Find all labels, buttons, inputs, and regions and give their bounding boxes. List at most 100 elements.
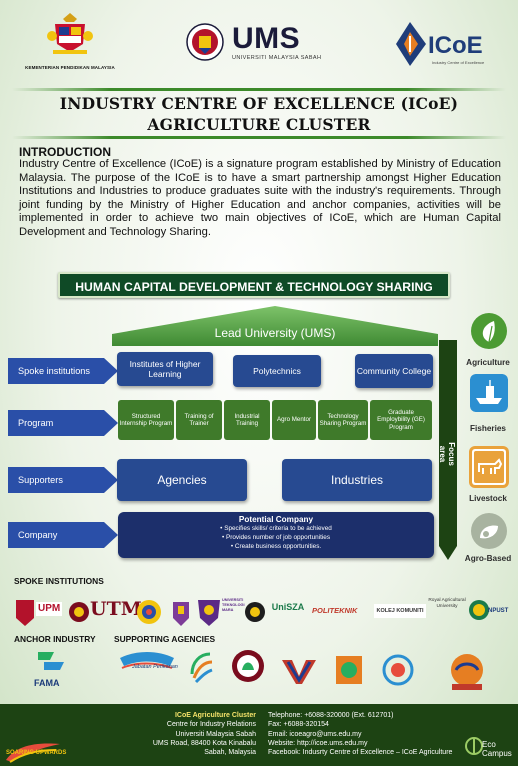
company-point: • Provides number of job opportunities bbox=[221, 534, 331, 541]
intro-heading: INTRODUCTION bbox=[19, 145, 111, 159]
agency-seal-2-icon bbox=[336, 656, 362, 684]
footer-address-line: Centre for Industry Relations bbox=[166, 721, 256, 729]
soaring-upwards-text: SOARING UPWARDS bbox=[6, 750, 67, 756]
spoke-box-polytechnics: Polytechnics bbox=[233, 355, 321, 387]
focus-livestock-label: Livestock bbox=[469, 494, 507, 503]
icoe-subtitle: Industry Centre of Excellence bbox=[432, 60, 485, 65]
kolej-komuniti-logo: KOLEJ KOMUNITI bbox=[374, 604, 426, 618]
spoke-logo-3-icon bbox=[137, 600, 161, 624]
fisheries-icon bbox=[470, 374, 508, 412]
program-box-ge: Graduate Employbility (GE) Program bbox=[370, 400, 432, 440]
title-rule-bottom bbox=[12, 136, 506, 139]
spoke-logo-strip: UPM UTM UNIVERSITI TEKNOLOGI MARA UniSZA… bbox=[8, 596, 514, 630]
lead-university-label: Lead University (UMS) bbox=[214, 326, 336, 340]
icoe-mark-icon bbox=[396, 22, 426, 66]
livestock-icon bbox=[469, 446, 509, 488]
footer-facebook[interactable]: Facebook: Indusrty Centre of Excellence … bbox=[268, 749, 453, 757]
jabatan-perikanan-text: Jabatan Perikanan bbox=[132, 664, 178, 670]
program-box-industrial-training: Industrial Training bbox=[224, 400, 270, 440]
agro-based-icon bbox=[471, 513, 507, 549]
jabatan-perikanan-logo-icon bbox=[120, 652, 174, 669]
malaysia-crest-icon bbox=[47, 13, 93, 54]
footer-address-line: Sabah, Malaysia bbox=[204, 749, 256, 757]
anchor-heading: ANCHOR INDUSTRY bbox=[14, 634, 96, 644]
kpm-text: KEMENTERIAN PENDIDIKAN MALAYSIA bbox=[25, 65, 115, 70]
footer-contacts: Telephone: +6088-320000 (Ext. 612701) Fa… bbox=[268, 711, 468, 757]
program-box-internship: Structured Internship Program bbox=[118, 400, 174, 440]
npust-crest-icon bbox=[469, 600, 489, 620]
row-label-company-text: Company bbox=[18, 530, 58, 540]
eco-campus-icon bbox=[465, 737, 483, 755]
agency-seal-1-icon bbox=[232, 650, 264, 682]
focus-fisheries-label: Fisheries bbox=[470, 424, 506, 433]
focus-area-arrow bbox=[439, 340, 457, 560]
footer-phone: Telephone: +6088-320000 (Ext. 612701) bbox=[268, 712, 394, 719]
eco-campus-text: Eco Campus bbox=[482, 740, 512, 758]
fama-logo-text: FAMA bbox=[34, 678, 60, 688]
company-box-title: Potential Company bbox=[238, 515, 314, 524]
footer-address-line: UMS Road, 88400 Kota Kinabalu bbox=[152, 739, 256, 747]
agriculture-icon bbox=[471, 313, 507, 349]
ums-logo: UMS UNIVERSITI MALAYSIA SABAH bbox=[186, 22, 336, 66]
footer: SOARING UPWARDS ICoE Agriculture Cluster… bbox=[0, 704, 518, 766]
politeknik-logo: POLITEKNIK bbox=[312, 606, 358, 615]
focus-agriculture-label: Agriculture bbox=[466, 358, 510, 367]
page-title: INDUSTRY CENTRE OF EXCELLENCE (ICoE) bbox=[59, 94, 459, 113]
spoke-heading: SPOKE INSTITUTIONS bbox=[14, 576, 104, 586]
soaring-upwards-logo bbox=[6, 743, 60, 763]
spoke-logo-6-icon bbox=[245, 602, 265, 622]
focus-agro-based-label: Agro-Based bbox=[464, 554, 512, 563]
ums-subtitle: UNIVERSITI MALAYSIA SABAH bbox=[232, 55, 322, 61]
uitm-crest-icon bbox=[198, 600, 220, 626]
icoe-wordmark: ICoE bbox=[428, 32, 483, 59]
title-block: INDUSTRY CENTRE OF EXCELLENCE (ICoE) AGR… bbox=[0, 86, 518, 140]
uitm-logo-text: UNIVERSITI TEKNOLOGI MARA bbox=[222, 598, 245, 612]
spoke-box-community-college: Community College bbox=[355, 354, 433, 388]
row-label-program-text: Program bbox=[18, 418, 54, 428]
company-box: Potential Company • Specifies skills/ cr… bbox=[118, 512, 434, 558]
spoke-logo-4-icon bbox=[173, 602, 189, 626]
page-subtitle: AGRICULTURE CLUSTER bbox=[147, 115, 371, 134]
row-label-company: Company bbox=[8, 522, 118, 548]
utm-crest-icon bbox=[69, 602, 89, 622]
hcd-banner: HUMAN CAPITAL DEVELOPMENT & TECHNOLOGY S… bbox=[58, 272, 450, 298]
title-rule-top bbox=[12, 88, 506, 91]
program-box-tot: Training of Trainer bbox=[176, 400, 222, 440]
program-box-agro-mentor: Agro Mentor bbox=[272, 400, 316, 440]
footer-address: ICoE Agriculture Cluster Centre for Indu… bbox=[124, 711, 256, 757]
supporting-heading: SUPPORTING AGENCIES bbox=[114, 634, 216, 644]
row-label-supporters-text: Supporters bbox=[18, 475, 63, 485]
fama-logo-icon bbox=[38, 652, 64, 670]
program-box-tech-sharing: Technology Sharing Program bbox=[318, 400, 368, 440]
icoe-logo: ICoE Industry Centre of Excellence bbox=[392, 14, 502, 76]
focus-area-label: Focus area bbox=[438, 442, 456, 466]
row-label-supporters: Supporters bbox=[8, 467, 118, 493]
footer-address-line: Universiti Malaysia Sabah bbox=[175, 730, 256, 738]
supporter-box-industries: Industries bbox=[282, 459, 432, 501]
footer-email[interactable]: Email: icoeagro@ums.edu.my bbox=[268, 730, 362, 738]
rau-logo: Royal Agricultural University bbox=[428, 598, 466, 609]
spoke-box-ihl: Institutes of Higher Learning bbox=[117, 352, 213, 386]
footer-website[interactable]: Website: http://icoe.ums.edu.my bbox=[268, 739, 368, 747]
npust-logo-text: NPUST bbox=[488, 608, 509, 614]
agency-seal-4-icon bbox=[451, 654, 483, 690]
footer-cluster: ICoE Agriculture Cluster bbox=[174, 712, 256, 719]
unisza-logo: UniSZA bbox=[271, 602, 305, 612]
lead-university-roof bbox=[112, 306, 438, 346]
upm-logo-text: UPM bbox=[36, 602, 63, 616]
agency-v-logo-icon bbox=[282, 660, 316, 684]
row-label-spoke: Spoke institutions bbox=[8, 358, 118, 384]
ums-crest-icon bbox=[186, 23, 224, 61]
supporter-box-agencies: Agencies bbox=[117, 459, 247, 501]
agency-seal-3-icon bbox=[382, 654, 414, 686]
company-point: • Specifies skills/ criteria to be achie… bbox=[220, 525, 332, 532]
company-point: • Create business opportunities. bbox=[230, 543, 322, 550]
header: KEMENTERIAN PENDIDIKAN MALAYSIA UMS UNIV… bbox=[0, 0, 518, 86]
upm-crest-icon bbox=[16, 600, 34, 626]
utm-logo-text: UTM bbox=[90, 598, 142, 620]
ums-wordmark: UMS bbox=[232, 22, 301, 55]
row-label-spoke-text: Spoke institutions bbox=[18, 366, 91, 376]
footer-fax: Fax: +6088-320154 bbox=[268, 721, 329, 729]
vet-services-logo-icon bbox=[190, 652, 213, 684]
kpm-logo: KEMENTERIAN PENDIDIKAN MALAYSIA bbox=[18, 10, 122, 70]
